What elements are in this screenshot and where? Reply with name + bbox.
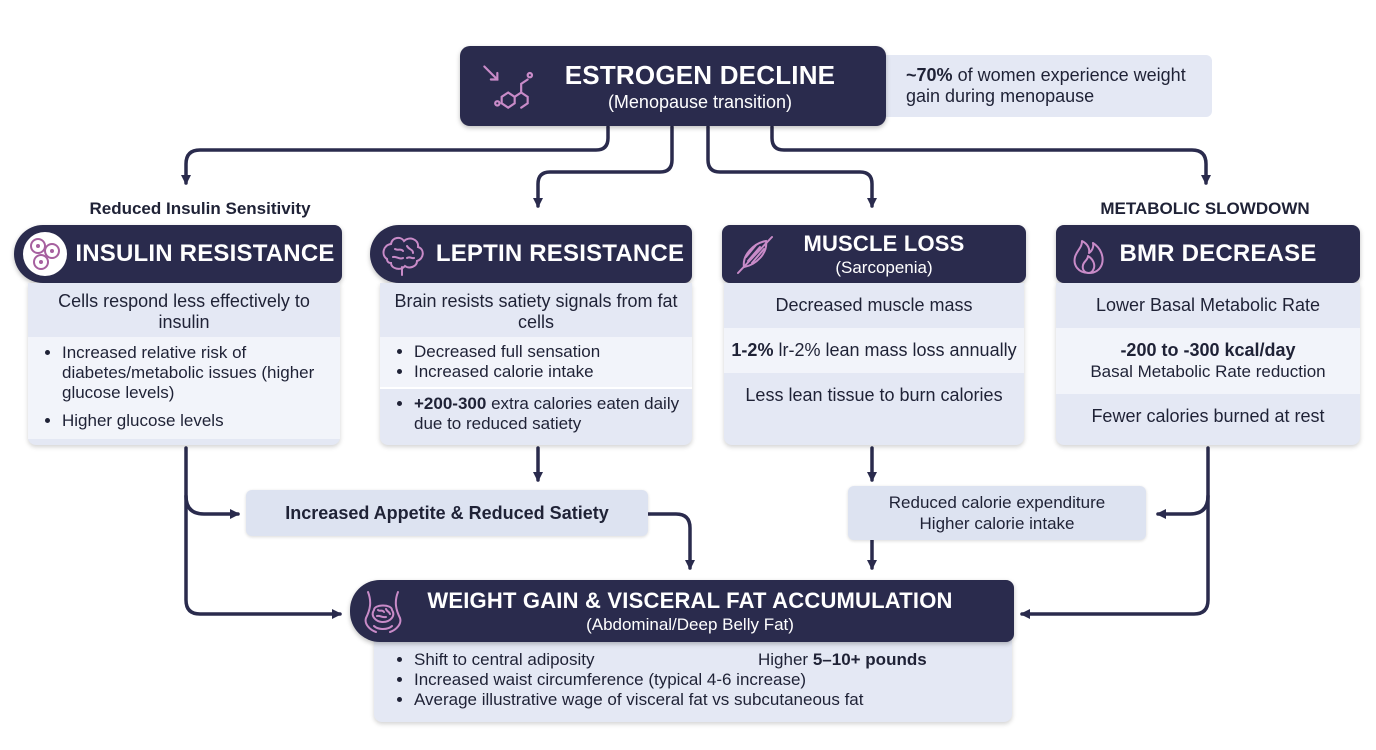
stat-text: of women experience weight gain during m… [906,65,1186,106]
leptin-description: Brain resists satiety signals from fat c… [394,291,678,332]
outcome-title: WEIGHT GAIN & VISCERAL FAT ACCUMULATION [427,587,953,613]
muscle-icon [737,236,773,274]
bmr-stat-text: Basal Metabolic Rate reduction [1090,362,1326,381]
estrogen-decline-header: ESTROGEN DECLINE (Menopause transition) [460,46,886,126]
leptin-resistance-card: Brain resists satiety signals from fat c… [380,283,692,445]
muscle-stat-text: lr-2% lean mass loss annually [778,340,1017,360]
bmr-decrease-header: BMR DECREASE [1056,225,1360,283]
arrow-insulin-to-appetite [184,494,240,519]
insulin-bullet-1: Increased relative risk of diabetes/meta… [62,343,334,403]
muscle-subtitle: (Sarcopenia) [835,257,933,277]
arrow-to-leptin [533,125,674,208]
outcome-pounds-value: 5–10+ pounds [812,650,927,669]
bmr-stat-value: -200 to -300 kcal/day [1120,340,1296,360]
cells-icon [23,232,67,276]
leptin-extra-value: +200-300 [414,394,487,413]
outcome-header: WEIGHT GAIN & VISCERAL FAT ACCUMULATION … [350,580,1014,642]
reduced-expenditure-box: Reduced calorie expenditure Higher calor… [848,486,1146,540]
outcome-card: Shift to central adiposity Higher 5–10+ … [374,640,1012,722]
bmr-description: Lower Basal Metabolic Rate [1095,295,1321,315]
outcome-higher-pounds: Higher 5–10+ pounds [758,650,927,670]
insulin-resistance-card: Cells respond less effectively to insuli… [28,283,340,445]
leptin-bullet-1: Decreased full sensation [414,342,686,362]
muscle-footer: Less lean tissue to burn calories [745,385,1003,405]
leptin-title: LEPTIN RESISTANCE [435,240,685,267]
insulin-bullet-2: Higher glucose levels [62,411,334,431]
increased-appetite-box: Increased Appetite & Reduced Satiety [246,490,648,536]
insulin-resistance-header: INSULIN RESISTANCE [14,225,342,283]
higher-intake-line2: Higher calorie intake [919,514,1075,533]
outcome-central-adiposity: Shift to central adiposity [414,650,595,669]
increased-appetite-text: Increased Appetite & Reduced Satiety [285,503,609,523]
reduced-insulin-label: Reduced Insulin Sensitivity [89,199,311,218]
estrogen-molecule-icon [483,65,534,109]
estrogen-title: ESTROGEN DECLINE [564,59,836,90]
outcome-bullet-3: Average illustrative wage of visceral fa… [414,690,1006,710]
muscle-loss-card: Decreased muscle mass 1-2% lr-2% lean ma… [724,283,1024,445]
muscle-title: MUSCLE LOSS [803,230,965,256]
outcome-bullet-2: Increased waist circumference (typical 4… [414,670,1006,690]
arrow-to-bmr [770,125,1211,185]
insulin-description: Cells respond less effectively to insuli… [58,291,310,332]
metabolic-slowdown-label: METABOLIC SLOWDOWN [1100,199,1310,218]
estrogen-subtitle: (Menopause transition) [607,91,793,112]
arrow-to-insulin [181,125,610,185]
muscle-description: Decreased muscle mass [775,295,973,315]
bmr-title: BMR DECREASE [1119,240,1317,267]
arrow-bmr-to-outcome [1020,446,1210,619]
arrow-appetite-to-outcome [646,512,695,570]
arrow-insulin-to-outcome [184,446,342,619]
outcome-subtitle: (Abdominal/Deep Belly Fat) [586,614,794,634]
insulin-title: INSULIN RESISTANCE [75,240,335,267]
muscle-loss-header: MUSCLE LOSS (Sarcopenia) [722,225,1026,283]
reduced-expenditure-line1: Reduced calorie expenditure [888,493,1106,512]
bmr-decrease-card: Lower Basal Metabolic Rate -200 to -300 … [1056,283,1360,445]
leptin-resistance-header: LEPTIN RESISTANCE [370,225,692,283]
leptin-bullet-2: Increased calorie intake [414,362,686,382]
leptin-extra-calories: +200-300 extra calories eaten daily due … [414,394,686,434]
estrogen-stat-box: ~70% of women experience weight gain dur… [878,55,1212,117]
arrow-bmr-to-expenditure [1156,494,1210,519]
brain-icon [382,236,424,276]
flame-icon [1073,240,1104,274]
bmr-footer: Fewer calories burned at rest [1091,406,1325,426]
outcome-bullet-1: Shift to central adiposity Higher 5–10+ … [414,650,1006,670]
abdomen-icon [364,591,402,633]
muscle-stat-value: 1-2% [731,340,774,360]
stat-value: ~70% [906,65,953,85]
outcome-higher-label: Higher [758,650,809,669]
arrow-to-muscle [706,125,877,208]
leptin-extra-text: extra calories eaten daily due to reduce… [414,394,680,433]
